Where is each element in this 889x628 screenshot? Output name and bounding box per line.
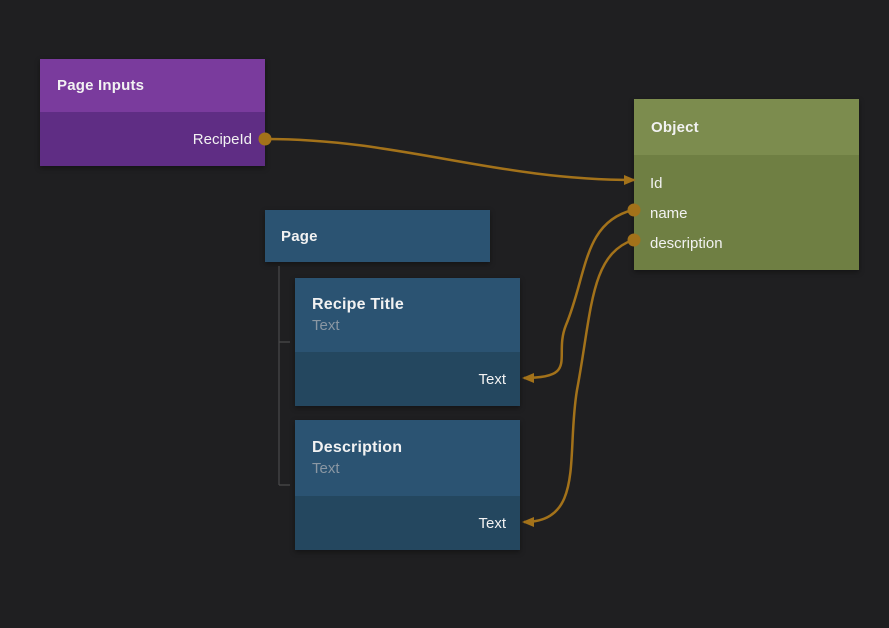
node-recipe-title-type: Text xyxy=(312,317,340,334)
node-description-type: Text xyxy=(312,460,340,477)
port-row-name[interactable]: name xyxy=(634,198,859,228)
node-object-title: Object xyxy=(651,118,699,136)
node-description-header[interactable]: Description Text xyxy=(295,420,520,496)
port-dot-description[interactable] xyxy=(627,233,641,247)
node-recipe-title-title: Recipe Title xyxy=(312,296,404,313)
edge-recipeid-to-id[interactable] xyxy=(265,137,636,185)
port-label-recipeid: RecipeId xyxy=(192,130,252,148)
node-recipe-title-header[interactable]: Recipe Title Text xyxy=(295,278,520,352)
port-label-id: Id xyxy=(650,174,663,192)
node-page-title: Page xyxy=(281,227,318,245)
edge-name-to-recipe-title-text[interactable] xyxy=(522,208,634,383)
port-row-id[interactable]: Id xyxy=(634,168,859,198)
port-row-description[interactable]: description xyxy=(634,228,859,258)
node-page-inputs-title: Page Inputs xyxy=(57,77,145,94)
port-dot-recipeid[interactable] xyxy=(258,132,272,146)
node-page-inputs-body: RecipeId xyxy=(40,112,265,166)
port-row-recipeid[interactable]: RecipeId xyxy=(40,112,265,166)
node-object-header[interactable]: Object xyxy=(634,99,859,155)
port-label-description: description xyxy=(650,234,723,252)
port-label-description-text: Text xyxy=(478,514,506,532)
port-row-description-text[interactable]: Text xyxy=(295,496,520,550)
page-tree-connector xyxy=(278,266,290,486)
edge-description-to-description-text[interactable] xyxy=(522,238,634,527)
node-description-title: Description xyxy=(312,439,403,456)
node-page[interactable]: Page xyxy=(265,210,490,262)
node-page-inputs-header[interactable]: Page Inputs xyxy=(40,59,265,112)
node-object[interactable]: Object Id name description xyxy=(634,99,859,270)
port-label-name: name xyxy=(650,204,688,222)
port-row-recipe-title-text[interactable]: Text xyxy=(295,352,520,406)
node-recipe-title[interactable]: Recipe Title Text Text xyxy=(295,278,520,406)
node-description[interactable]: Description Text Text xyxy=(295,420,520,550)
port-dot-name[interactable] xyxy=(627,203,641,217)
port-label-recipe-title-text: Text xyxy=(478,370,506,388)
node-object-body: Id name description xyxy=(634,155,859,270)
node-page-inputs[interactable]: Page Inputs RecipeId xyxy=(40,59,265,166)
